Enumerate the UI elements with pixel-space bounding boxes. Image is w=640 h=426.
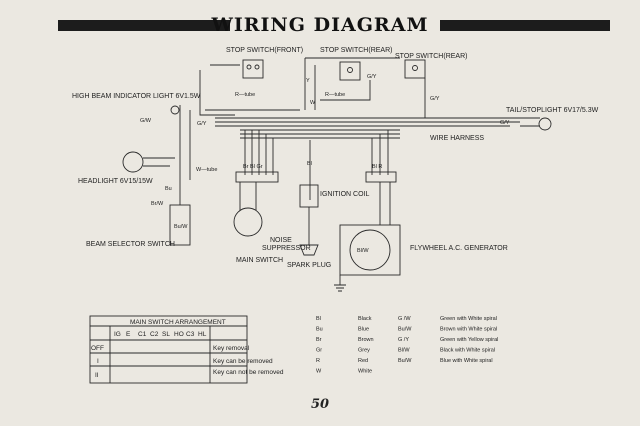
legend-name: Brown with White spiral xyxy=(440,327,497,333)
wire-label: G/Y xyxy=(197,121,207,127)
connector-block xyxy=(365,171,397,183)
wire xyxy=(239,182,257,210)
label-main-switch: MAIN SWITCH xyxy=(236,257,283,264)
label-spark-plug: SPARK PLUG xyxy=(287,262,331,269)
wire-label: G/Y xyxy=(367,74,377,80)
wire-label: Br/W xyxy=(151,201,164,207)
label-wire-harness: WIRE HARNESS xyxy=(430,135,484,142)
wire-label: G/Y xyxy=(430,96,440,102)
headlight-symbol xyxy=(122,151,144,173)
wire-label: Br Bl Gr xyxy=(243,164,263,170)
legend-code: G /W xyxy=(398,316,411,322)
stop-switch-rear2-box xyxy=(404,59,426,79)
wire-label: Bl xyxy=(307,161,312,167)
legend-name: Green with Yellow spiral xyxy=(440,337,498,343)
label-headlight: HEADLIGHT 6V15/15W xyxy=(78,178,153,185)
legend-name: Red xyxy=(358,358,368,364)
label-noise-2: SUPPRESSOR xyxy=(262,245,311,252)
page-number: 50 xyxy=(310,397,330,412)
table-header-cell: HO xyxy=(174,331,184,338)
legend-code: G /Y xyxy=(398,337,409,343)
connector-block xyxy=(235,171,279,183)
table-row-desc: Key can not be removed xyxy=(213,369,284,376)
label-stop-switch-rear: STOP SWITCH(REAR) xyxy=(320,47,392,54)
legend-name: White xyxy=(358,369,372,375)
legend-code: Bl/W xyxy=(398,348,410,354)
stop-switch-front-box xyxy=(242,59,264,79)
table-header-cell: C1 xyxy=(138,331,147,338)
wire xyxy=(199,70,235,116)
label-high-beam-light: HIGH BEAM INDICATOR LIGHT 6V1.5W xyxy=(72,93,201,100)
table-header-cell: IG xyxy=(114,331,121,338)
spark-plug-symbol xyxy=(299,244,319,256)
label-stop-switch-front: STOP SWITCH(FRONT) xyxy=(226,47,303,54)
page-title: WIRING DIAGRAM xyxy=(211,14,429,36)
label-beam-selector: BEAM SELECTOR SWITCH xyxy=(86,241,175,248)
wire-label: G/W xyxy=(140,118,152,124)
flywheel-generator-symbol xyxy=(349,229,391,271)
table-row-pos: II xyxy=(95,372,99,379)
legend-name: Grey xyxy=(358,348,370,354)
label-w-tube: W—tube xyxy=(196,167,217,173)
label-noise-1: NOISE xyxy=(270,237,292,244)
table-title: MAIN SWITCH ARRANGEMENT xyxy=(130,319,226,326)
legend-code: Gr xyxy=(316,348,322,354)
wire-label: Bl R xyxy=(372,164,382,170)
table-header-cell: SL xyxy=(162,331,170,338)
wire-label: Y xyxy=(306,78,310,84)
main-switch-symbol xyxy=(233,207,263,237)
legend-name: Black xyxy=(358,316,372,322)
table-header-cell: C2 xyxy=(150,331,159,338)
legend-code: Bu xyxy=(316,327,323,333)
legend-name: Blue xyxy=(358,327,369,333)
label-stop-switch-rear-2: STOP SWITCH(REAR) xyxy=(395,53,467,60)
wire-label: Bu/W xyxy=(174,224,188,230)
table-header-cell: E xyxy=(126,331,131,338)
label-flywheel-generator: FLYWHEEL A.C. GENERATOR xyxy=(410,245,508,252)
wire-label: Bl/W xyxy=(357,248,369,254)
ignition-coil-symbol xyxy=(299,184,319,208)
legend-code: Bu/W xyxy=(398,327,412,333)
legend-code: W xyxy=(316,369,322,375)
wire xyxy=(320,80,371,101)
table-row-desc: Key can be removed xyxy=(213,358,273,365)
wire-label: W xyxy=(310,100,316,106)
wire xyxy=(520,117,540,127)
table-row-desc: Key removal xyxy=(213,345,250,352)
flywheel-box xyxy=(339,224,401,276)
wire-label: Bu xyxy=(165,186,172,192)
wire-label: G/Y xyxy=(500,120,510,126)
table-header-cell: HL xyxy=(198,331,207,338)
label-r-tube: R—tube xyxy=(235,92,255,98)
label-r-tube-2: R—tube xyxy=(325,92,345,98)
wire xyxy=(143,157,175,167)
title-bar-left xyxy=(58,20,230,31)
legend-name: Black with White spiral xyxy=(440,348,495,354)
table-row-pos: OFF xyxy=(91,345,104,352)
label-ignition-coil: IGNITION COIL xyxy=(320,191,370,198)
high-beam-bulb xyxy=(170,105,180,115)
ground-symbol xyxy=(334,284,346,292)
stop-switch-rear-terminal xyxy=(347,67,353,73)
table-body xyxy=(89,325,248,384)
legend-name: Green with White spiral xyxy=(440,316,497,322)
stop-switch-rear-box xyxy=(339,61,361,81)
stop-switch-front-terminal xyxy=(246,64,252,70)
title-bar-right xyxy=(440,20,610,31)
wire xyxy=(379,182,391,225)
stop-switch-rear2-terminal xyxy=(412,65,418,71)
table-row-pos: I xyxy=(97,358,99,365)
legend-code: Bl xyxy=(316,316,321,322)
table-header-cell: C3 xyxy=(186,331,195,338)
legend-name: Blue with White spiral xyxy=(440,358,493,364)
legend-name: Brown xyxy=(358,337,374,343)
stop-switch-front-terminal xyxy=(254,64,260,70)
legend-code: Br xyxy=(316,337,322,343)
legend-code: Bu/W xyxy=(398,358,412,364)
label-tail-stoplight: TAIL/STOPLIGHT 6V17/5.3W xyxy=(506,107,599,114)
tail-light-symbol xyxy=(538,117,552,131)
legend-code: R xyxy=(316,358,320,364)
